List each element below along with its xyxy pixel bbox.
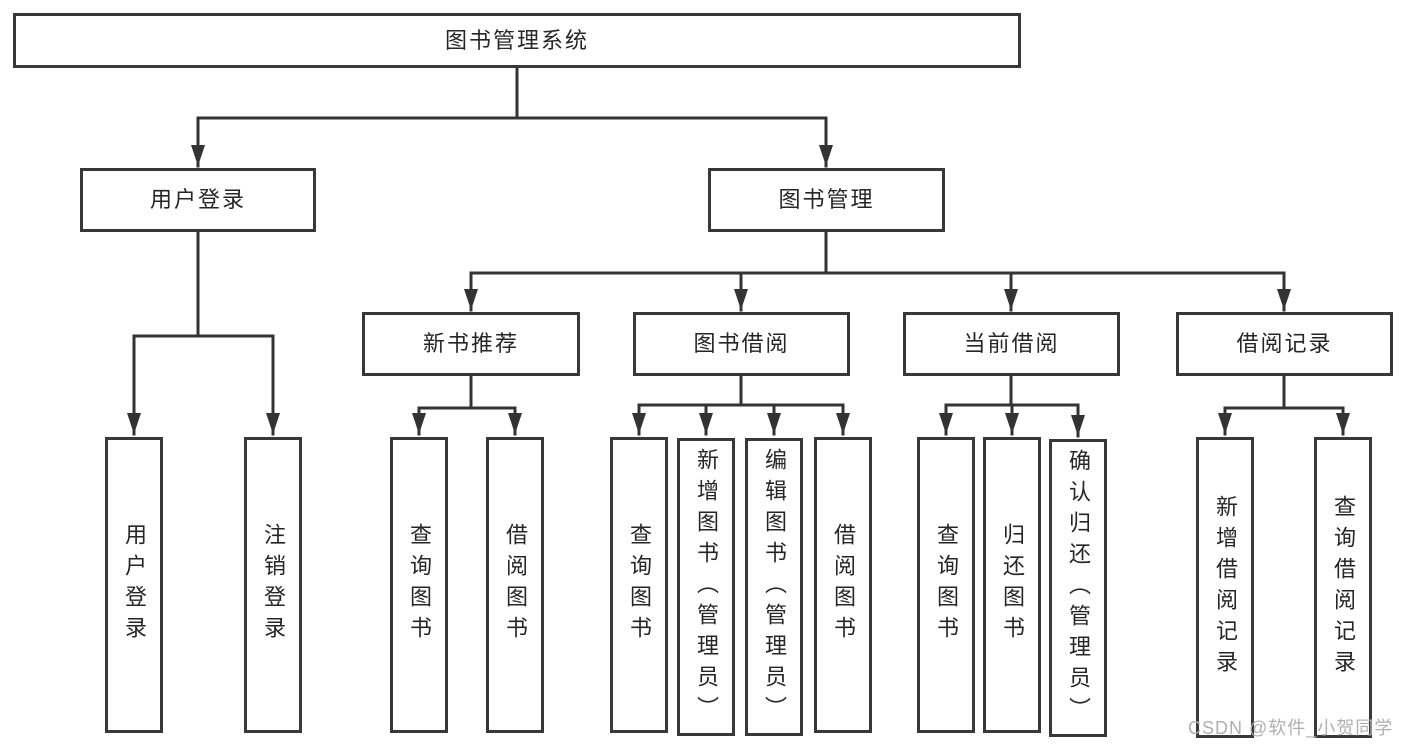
- node-label: 借阅记录: [1236, 331, 1333, 356]
- leaf-add-book-admin: 新增图书（管理员）: [677, 438, 735, 736]
- leaf-return-book: 归还图书: [983, 437, 1041, 733]
- csdn-watermark: CSDN @软件_小贺同学: [1188, 718, 1394, 738]
- leaf-add-borrow-record: 新增借阅记录: [1196, 437, 1254, 738]
- node-label: 图书管理系统: [444, 27, 589, 53]
- leaf-query-book-current: 查询图书: [917, 437, 975, 733]
- node-label: 用户登录: [149, 187, 246, 212]
- node-label: 查询图书: [627, 523, 652, 647]
- node-label: 借阅图书: [503, 523, 528, 647]
- node-book-borrow: 图书借阅: [633, 312, 850, 376]
- node-label: 查询图书: [934, 523, 959, 647]
- leaf-edit-book-admin: 编辑图书（管理员）: [745, 438, 803, 736]
- node-label: 编辑图书（管理员）: [762, 447, 787, 727]
- node-label: 注销登录: [261, 523, 286, 647]
- leaf-logout: 注销登录: [244, 437, 302, 733]
- leaf-user-login: 用户登录: [105, 437, 163, 733]
- node-label: 确认归还（管理员）: [1066, 448, 1091, 728]
- node-label: 新增图书（管理员）: [694, 447, 719, 727]
- node-user-login: 用户登录: [80, 168, 316, 232]
- leaf-query-book-recommend: 查询图书: [390, 437, 448, 733]
- node-label: 借阅图书: [831, 523, 856, 647]
- node-label: 新书推荐: [422, 331, 519, 356]
- leaf-borrow-book: 借阅图书: [814, 437, 872, 733]
- node-label: 归还图书: [1000, 523, 1025, 647]
- node-library-system: 图书管理系统: [13, 13, 1021, 68]
- node-label: 查询图书: [407, 523, 432, 647]
- leaf-borrow-book-recommend: 借阅图书: [486, 437, 544, 733]
- node-label: 查询借阅记录: [1331, 494, 1356, 681]
- node-label: 图书借阅: [693, 331, 790, 356]
- node-new-book-recommend: 新书推荐: [362, 312, 580, 376]
- node-label: 新增借阅记录: [1213, 494, 1238, 681]
- node-current-borrow: 当前借阅: [903, 312, 1120, 376]
- node-borrow-records: 借阅记录: [1176, 312, 1393, 376]
- node-label: 当前借阅: [963, 331, 1060, 356]
- node-label: 用户登录: [122, 523, 147, 647]
- leaf-query-book-borrow: 查询图书: [610, 437, 668, 733]
- leaf-confirm-return-admin: 确认归还（管理员）: [1049, 439, 1107, 737]
- node-label: 图书管理: [778, 187, 875, 212]
- node-book-management: 图书管理: [708, 168, 945, 232]
- leaf-query-borrow-record: 查询借阅记录: [1314, 437, 1372, 738]
